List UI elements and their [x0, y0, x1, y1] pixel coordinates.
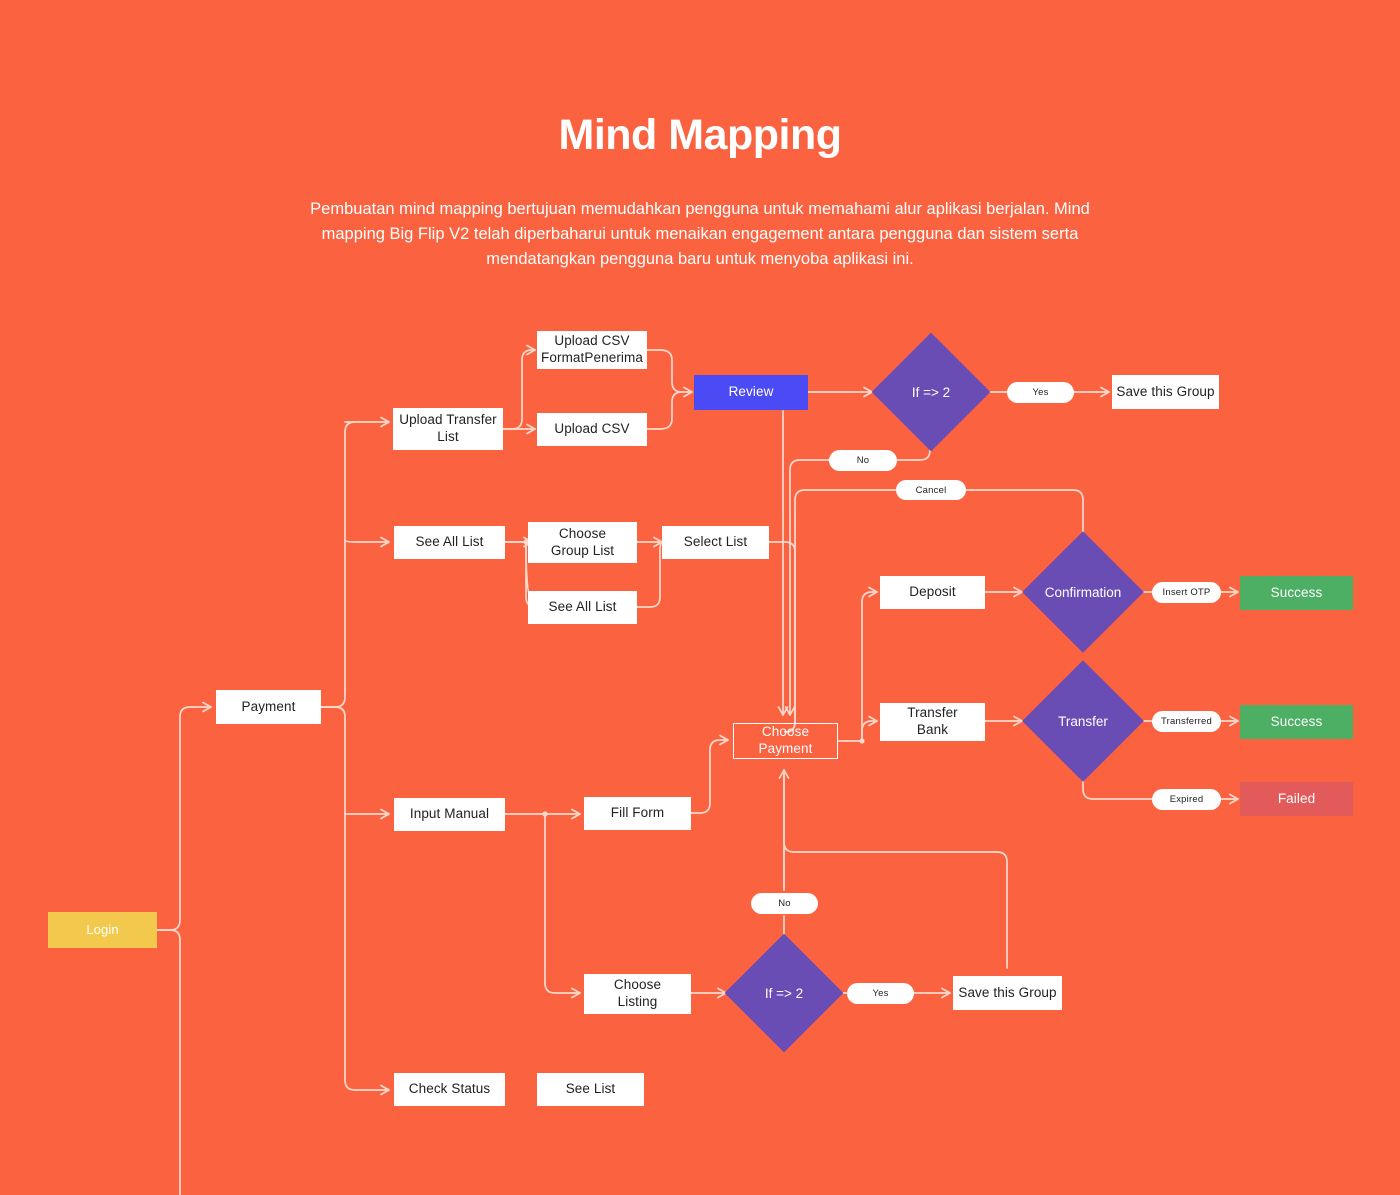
decision-if-2-top[interactable]: If => 2 — [871, 332, 991, 452]
node-success-transfer[interactable]: Success — [1240, 705, 1353, 739]
node-see-all-list-2-label: See All List — [548, 599, 617, 615]
edge-label-no-bottom: No — [751, 893, 818, 914]
node-select-list-label: Select List — [683, 534, 748, 550]
node-save-this-group-bottom[interactable]: Save this Group — [953, 976, 1062, 1010]
node-review[interactable]: Review — [694, 375, 808, 410]
node-save-this-group-top-label: Save this Group — [1116, 383, 1215, 399]
decision-transfer[interactable]: Transfer — [1022, 660, 1144, 782]
decision-if-2-bottom-label: If => 2 — [764, 985, 804, 1001]
edge-label-transferred-text: Transferred — [1161, 716, 1212, 727]
node-deposit-label: Deposit — [909, 584, 956, 600]
node-payment[interactable]: Payment — [216, 690, 321, 724]
edge-label-yes-top-text: Yes — [1032, 387, 1049, 398]
node-fill-form-label: Fill Form — [610, 805, 665, 821]
decision-if-2-bottom[interactable]: If => 2 — [724, 933, 844, 1053]
node-save-this-group-bottom-label: Save this Group — [958, 984, 1057, 1000]
edge-label-insert-otp: Insert OTP — [1152, 582, 1221, 603]
node-payment-label: Payment — [241, 698, 296, 714]
edge-label-no-top-text: No — [856, 455, 870, 466]
node-see-list[interactable]: See List — [537, 1073, 644, 1106]
page-header: Mind Mapping Pembuatan mind mapping bert… — [0, 0, 1400, 273]
node-see-all-list-1-label: See All List — [415, 534, 484, 550]
node-failed[interactable]: Failed — [1240, 782, 1353, 816]
node-choose-payment[interactable]: Choose Payment — [733, 723, 838, 759]
node-check-status-label: Check Status — [408, 1081, 491, 1097]
node-login-label: Login — [86, 921, 119, 937]
node-choose-payment-label: Choose Payment — [758, 724, 813, 756]
page-description: Pembuatan mind mapping bertujuan memudah… — [310, 200, 1090, 269]
node-transfer-bank[interactable]: Transfer Bank — [880, 703, 985, 741]
edge-label-yes-top: Yes — [1007, 382, 1074, 403]
node-choose-listing[interactable]: Choose Listing — [584, 974, 691, 1014]
edge-label-insert-otp-text: Insert OTP — [1162, 587, 1211, 598]
edge-label-no-top: No — [829, 450, 897, 471]
decision-confirmation[interactable]: Confirmation — [1022, 531, 1144, 653]
node-save-this-group-top[interactable]: Save this Group — [1112, 375, 1219, 409]
node-check-status[interactable]: Check Status — [394, 1073, 505, 1106]
edge-label-no-bottom-text: No — [778, 898, 791, 909]
edge-label-expired: Expired — [1152, 789, 1221, 810]
node-login[interactable]: Login — [48, 912, 157, 948]
decision-if-2-top-label: If => 2 — [911, 384, 951, 400]
node-success-transfer-label: Success — [1270, 713, 1323, 729]
edge-label-yes-bottom: Yes — [847, 983, 914, 1004]
node-fill-form[interactable]: Fill Form — [584, 797, 691, 830]
node-see-all-list-2[interactable]: See All List — [528, 591, 637, 624]
node-failed-label: Failed — [1277, 790, 1316, 806]
edge-label-cancel: Cancel — [896, 480, 966, 500]
node-choose-group-list[interactable]: Choose Group List — [528, 522, 637, 563]
node-upload-csv-format-penerima-label: Upload CSV FormatPenerima — [541, 333, 643, 365]
edge-label-transferred: Transferred — [1152, 711, 1221, 732]
node-upload-transfer-list[interactable]: Upload Transfer List — [393, 408, 503, 450]
node-upload-csv-label: Upload CSV — [554, 421, 630, 437]
node-see-list-label: See List — [565, 1081, 616, 1097]
node-select-list[interactable]: Select List — [662, 526, 769, 559]
node-input-manual-label: Input Manual — [409, 806, 490, 822]
page-title: Mind Mapping — [558, 111, 843, 159]
node-see-all-list-1[interactable]: See All List — [394, 526, 505, 559]
decision-confirmation-label: Confirmation — [1044, 584, 1122, 600]
node-upload-transfer-list-label: Upload Transfer List — [399, 412, 497, 444]
edge-label-yes-bottom-text: Yes — [872, 988, 889, 999]
node-choose-group-list-label: Choose Group List — [550, 525, 615, 558]
node-review-label: Review — [728, 384, 774, 400]
decision-transfer-label: Transfer — [1058, 713, 1108, 729]
node-success-deposit[interactable]: Success — [1240, 576, 1353, 610]
node-choose-listing-label: Choose Listing — [613, 977, 662, 1009]
node-success-deposit-label: Success — [1270, 584, 1323, 600]
node-transfer-bank-label: Transfer Bank — [907, 705, 958, 737]
edge-label-cancel-text: Cancel — [915, 484, 947, 496]
node-deposit[interactable]: Deposit — [880, 576, 985, 609]
edge-label-expired-text: Expired — [1169, 794, 1204, 805]
node-input-manual[interactable]: Input Manual — [394, 798, 505, 831]
node-upload-csv[interactable]: Upload CSV — [537, 413, 647, 446]
node-upload-csv-format-penerima[interactable]: Upload CSV FormatPenerima — [537, 331, 647, 369]
